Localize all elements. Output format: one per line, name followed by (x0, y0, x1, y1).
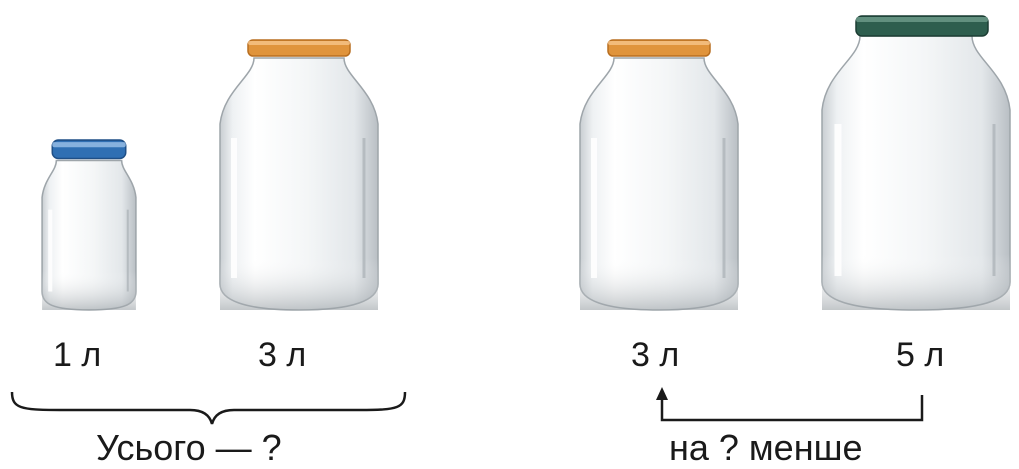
jar-3-liter (574, 38, 744, 312)
arrow-head-icon (656, 387, 668, 400)
volume-label-3l: 3 л (631, 336, 680, 374)
volume-label-5l: 5 л (896, 336, 945, 374)
comparison-arrow (660, 395, 924, 422)
curly-brace (10, 391, 407, 425)
total-question: Усього — ? (96, 427, 282, 468)
volume-label-1l: 1 л (53, 336, 102, 374)
difference-question: на ? менше (669, 427, 863, 468)
volume-label-3l: 3 л (258, 336, 307, 374)
jar-1-liter (38, 138, 140, 312)
jar-5-liter (818, 14, 1014, 312)
jar-3-liter (214, 38, 384, 312)
